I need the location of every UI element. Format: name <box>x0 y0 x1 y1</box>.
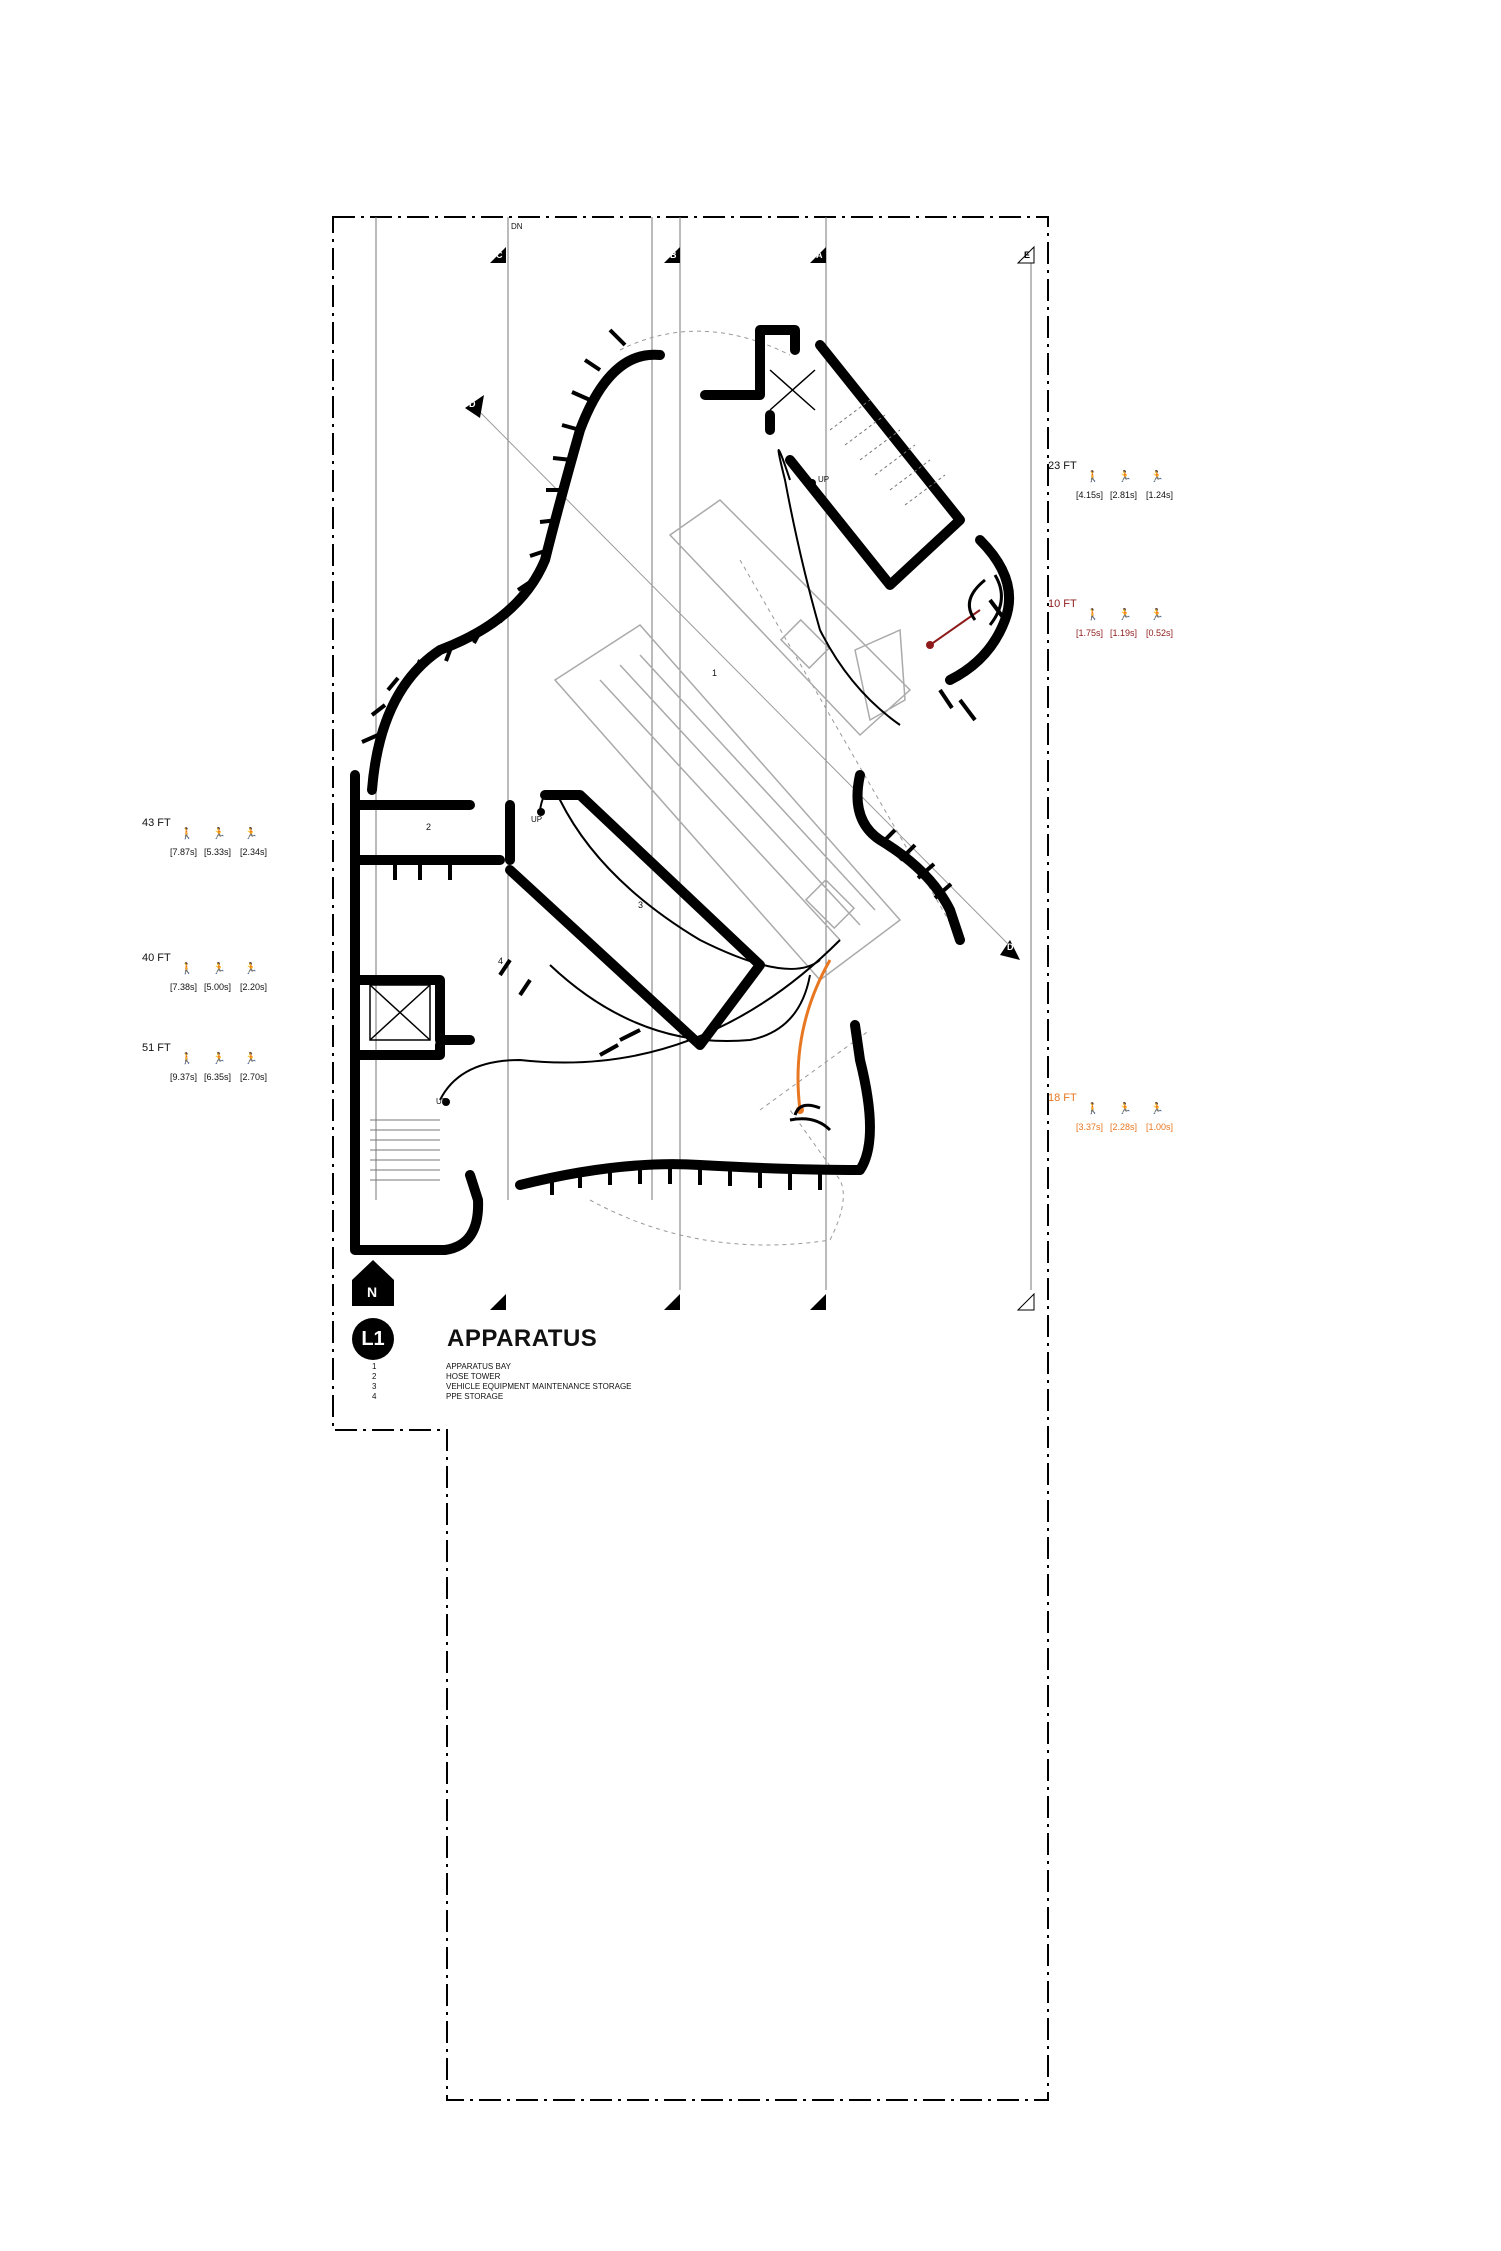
roof-outline <box>589 330 961 1246</box>
distance-value: 10 FT <box>1048 598 1077 610</box>
fire-truck-2 <box>553 624 902 982</box>
distance-value: 43 FT <box>142 817 171 829</box>
walking-person-icon: 🚶 <box>1086 1103 1100 1115</box>
legend-row: 2 HOSE TOWER <box>372 1372 632 1382</box>
site-boundary <box>332 216 1049 2101</box>
orange-path <box>796 959 832 1111</box>
legend-label: PPE STORAGE <box>446 1392 504 1401</box>
running-person-icon: 🏃 <box>212 963 226 975</box>
sprinting-person-icon: 🏃 <box>1150 1103 1164 1115</box>
legend-row: 1 APPARATUS BAY <box>372 1362 632 1372</box>
running-person-icon: 🏃 <box>1118 471 1132 483</box>
walk-time: [1.75s] <box>1076 628 1104 638</box>
grid-tag-a-top: A <box>816 250 823 260</box>
walking-person-icon: 🚶 <box>180 828 194 840</box>
circulation-paths <box>439 449 901 1101</box>
stair-label-up-storage: UP <box>531 815 543 824</box>
stair-label-dn: DN <box>511 222 523 231</box>
legend-num: 3 <box>372 1382 377 1391</box>
sprinting-person-icon: 🏃 <box>244 963 258 975</box>
sprint-time: [1.24s] <box>1146 490 1174 500</box>
legend-label: APPARATUS BAY <box>446 1362 511 1371</box>
walking-person-icon: 🚶 <box>180 1053 194 1065</box>
room-legend: 1 APPARATUS BAY 2 HOSE TOWER 3 VEHICLE EQUI… <box>372 1362 632 1402</box>
distance-value: 40 FT <box>142 952 171 964</box>
north-arrow-icon <box>352 1260 394 1306</box>
grid-tags-bottom <box>490 1292 1035 1311</box>
legend-row: 4 PPE STORAGE <box>372 1392 632 1402</box>
sprinting-person-icon: 🏃 <box>244 1053 258 1065</box>
grid-tags-top <box>465 245 1035 960</box>
distance-value: 23 FT <box>1048 460 1077 472</box>
fire-truck-1 <box>668 499 912 737</box>
walk-time: [7.38s] <box>170 982 198 992</box>
running-person-icon: 🏃 <box>1118 1103 1132 1115</box>
running-person-icon: 🏃 <box>212 828 226 840</box>
distance-value: 18 FT <box>1048 1092 1077 1104</box>
room-number-2: 2 <box>426 822 432 832</box>
sprinting-person-icon: 🏃 <box>1150 609 1164 621</box>
run-time: [1.19s] <box>1110 628 1138 638</box>
stair-label-up-north: UP <box>818 475 830 484</box>
grid-tag-d-se: D <box>1007 942 1014 952</box>
run-time: [2.28s] <box>1110 1122 1138 1132</box>
walk-time: [4.15s] <box>1076 490 1104 500</box>
sprinting-person-icon: 🏃 <box>1150 471 1164 483</box>
grid-tag-d-nw: D <box>469 399 476 409</box>
legend-label: HOSE TOWER <box>446 1372 501 1381</box>
sprint-time: [1.00s] <box>1146 1122 1174 1132</box>
grid-tag-e-top: E <box>1024 250 1031 260</box>
north-badge: N <box>352 1264 394 1306</box>
legend-row: 3 VEHICLE EQUIPMENT MAINTENANCE STORAGE <box>372 1382 632 1392</box>
sprint-time: [0.52s] <box>1146 628 1174 638</box>
sprint-time: [2.34s] <box>240 847 268 857</box>
grid-lines <box>375 217 1032 1290</box>
legend-num: 4 <box>372 1392 377 1401</box>
north-stairs <box>829 399 946 506</box>
walk-time: [3.37s] <box>1076 1122 1104 1132</box>
south-stairs <box>370 1119 440 1181</box>
run-time: [6.35s] <box>204 1072 232 1082</box>
sprint-time: [2.20s] <box>240 982 268 992</box>
north-label: N <box>367 1284 378 1300</box>
room-number-3: 3 <box>638 900 644 910</box>
run-time: [5.33s] <box>204 847 232 857</box>
room-number-1: 1 <box>712 668 718 678</box>
level-label: L1 <box>361 1328 385 1350</box>
legend-num: 1 <box>372 1362 377 1371</box>
facade-fins <box>361 328 1007 1195</box>
grid-tag-c-top: C <box>496 250 503 260</box>
level-badge: L1 <box>352 1318 394 1360</box>
legend-num: 2 <box>372 1372 377 1381</box>
walk-time: [9.37s] <box>170 1072 198 1082</box>
sprint-time: [2.70s] <box>240 1072 268 1082</box>
distance-value: 51 FT <box>142 1042 171 1054</box>
grid-tag-b-top: B <box>670 250 677 260</box>
elevator-box <box>369 369 816 1041</box>
walk-time: [7.87s] <box>170 847 198 857</box>
page-title: APPARATUS <box>447 1325 598 1352</box>
run-time: [2.81s] <box>1110 490 1138 500</box>
walls <box>350 325 1015 1255</box>
legend-label: VEHICLE EQUIPMENT MAINTENANCE STORAGE <box>446 1382 632 1391</box>
running-person-icon: 🏃 <box>212 1053 226 1065</box>
walking-person-icon: 🚶 <box>1086 471 1100 483</box>
run-time: [5.00s] <box>204 982 232 992</box>
stair-label-up-south: UP <box>436 1097 448 1106</box>
walking-person-icon: 🚶 <box>180 963 194 975</box>
sprinting-person-icon: 🏃 <box>244 828 258 840</box>
room-number-4: 4 <box>498 956 504 966</box>
running-person-icon: 🏃 <box>1118 609 1132 621</box>
fire-pole-rings <box>789 574 1003 1132</box>
walking-person-icon: 🚶 <box>1086 609 1100 621</box>
